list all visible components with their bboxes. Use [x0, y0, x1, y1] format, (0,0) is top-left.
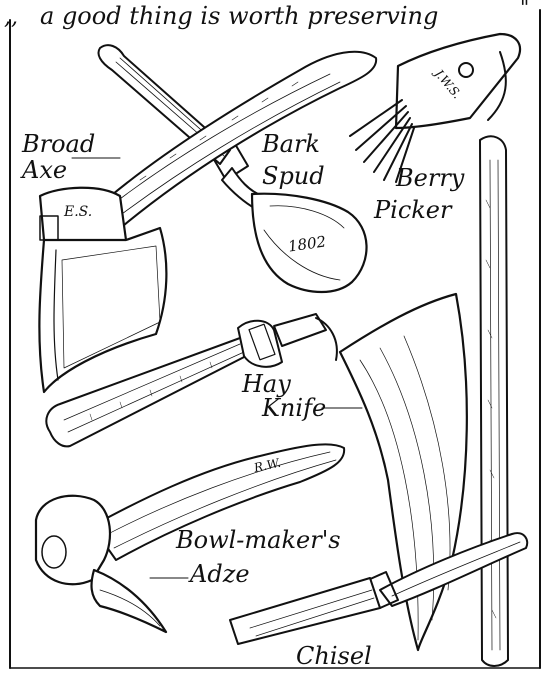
adze-label-line1: Bowl-maker's: [175, 526, 341, 554]
adze-label-line2: Adze: [188, 560, 250, 588]
broad-axe-handle: [91, 50, 378, 231]
adze-head: [34, 494, 111, 586]
page-frame: [9, 9, 541, 669]
header-quote-mark-left: ,,: [4, 5, 18, 30]
bowl-makers-adze: R.W.: [34, 443, 346, 634]
broad-axe: E.S.: [38, 50, 378, 394]
berry-picker-label-line1: Berry: [395, 164, 465, 192]
bark-spud-blade: [250, 192, 368, 293]
hay-knife-label-line1: Hay: [241, 370, 291, 398]
adze-handle: [91, 443, 346, 561]
header: ,, a good thing is worth preserving ": [4, 0, 529, 30]
hay-knife: [45, 292, 468, 652]
chisel: [229, 532, 529, 645]
berry-picker-head: [394, 32, 522, 130]
broad-axe-blade: [38, 226, 168, 394]
chisel-label: Chisel: [296, 642, 372, 670]
header-text: a good thing is worth preserving: [40, 2, 438, 30]
captions: Broad Axe Bark Spud Berry Picker Hay Kni…: [20, 130, 465, 670]
broad-axe-label-line2: Axe: [20, 156, 67, 184]
berry-picker: J.W.S.: [349, 32, 522, 667]
berry-picker-tines: [349, 99, 415, 183]
bark-spud-label-line2: Spud: [262, 162, 325, 190]
berry-picker-label-line2: Picker: [373, 196, 453, 224]
adze-blade: [90, 568, 168, 634]
broad-axe-stamp: E.S.: [63, 204, 92, 220]
bark-spud-stamp: 1802: [287, 232, 327, 255]
hay-knife-label-line2: Knife: [261, 394, 326, 422]
bark-spud-label-line1: Bark: [261, 130, 320, 158]
header-quote-mark-right: ": [520, 0, 529, 19]
broad-axe-label-line1: Broad: [21, 130, 95, 158]
hay-knife-shaft: [273, 313, 327, 347]
adze-stamp: R.W.: [252, 456, 282, 475]
berry-picker-pole: [479, 135, 509, 667]
